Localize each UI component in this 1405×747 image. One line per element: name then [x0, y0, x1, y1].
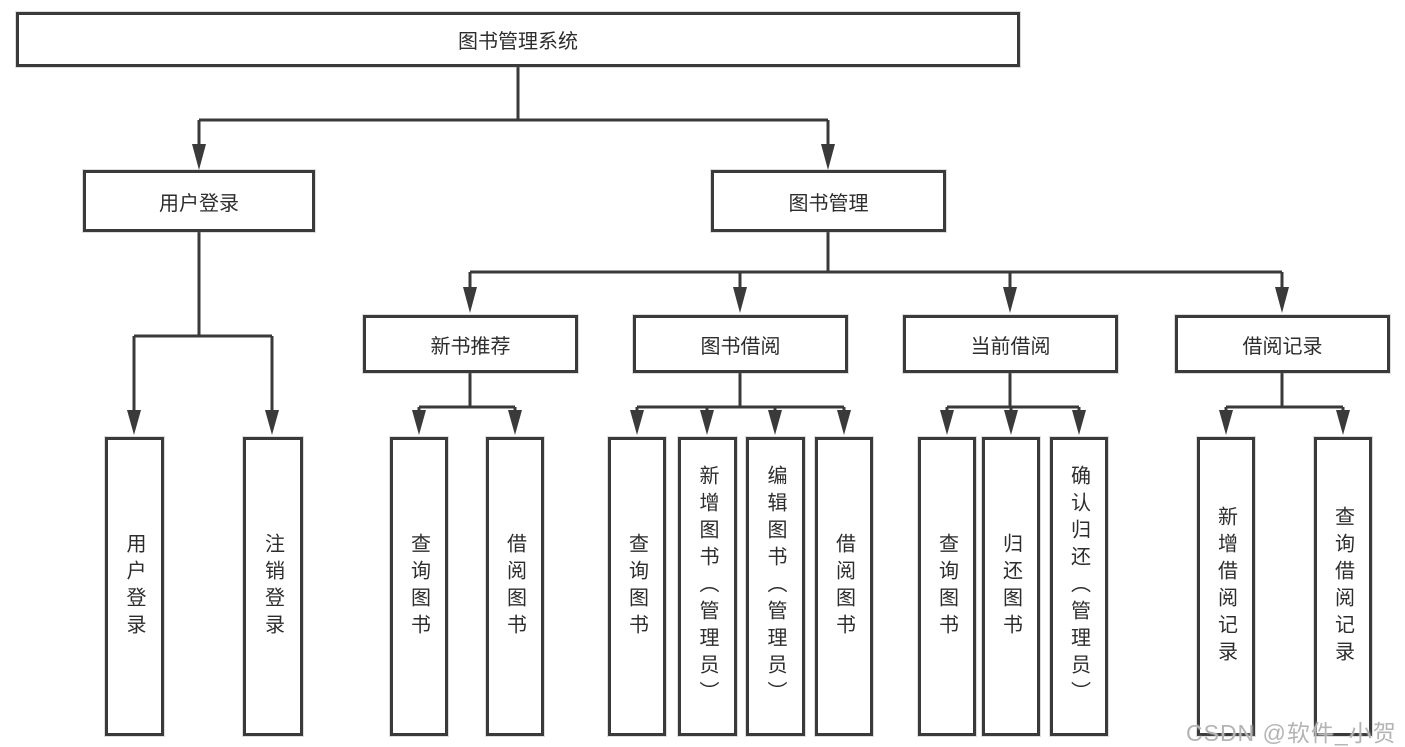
connector-bookmgmt-to-level3	[463, 232, 1289, 313]
connector-root-to-level2	[192, 67, 835, 170]
leaf-query-books-borrow: 查询图书	[608, 437, 666, 736]
connector-userlogin-to-leaves	[127, 232, 279, 435]
node-new-book-recommend: 新书推荐	[363, 315, 578, 373]
node-borrow-records: 借阅记录	[1175, 315, 1390, 373]
node-user-login: 用户登录	[83, 170, 315, 232]
connector-records-to-leaves	[1219, 373, 1350, 435]
leaf-borrow-books-recommend: 借阅图书	[486, 437, 544, 736]
leaf-query-borrow-record: 查询借阅记录	[1314, 437, 1372, 736]
leaf-edit-books-admin: 编辑图书（管理员）	[746, 437, 805, 736]
leaf-query-books-recommend: 查询图书	[390, 437, 448, 736]
node-book-borrow: 图书借阅	[633, 315, 848, 373]
leaf-user-login: 用户登录	[105, 437, 164, 736]
connector-newbook-to-leaves	[412, 373, 522, 435]
leaf-query-books-current: 查询图书	[918, 437, 976, 736]
leaf-add-books-admin: 新增图书（管理员）	[678, 437, 737, 736]
connector-borrow-to-leaves	[630, 373, 851, 435]
leaf-confirm-return-admin: 确认归还（管理员）	[1050, 437, 1108, 736]
node-book-management: 图书管理	[711, 170, 946, 232]
node-root-library-system: 图书管理系统	[16, 12, 1020, 67]
leaf-return-books: 归还图书	[982, 437, 1040, 736]
leaf-borrow-books: 借阅图书	[815, 437, 873, 736]
leaf-logout: 注销登录	[243, 437, 303, 736]
leaf-add-borrow-record: 新增借阅记录	[1197, 437, 1255, 736]
node-current-borrow: 当前借阅	[903, 315, 1118, 373]
connector-current-to-leaves	[940, 373, 1086, 435]
